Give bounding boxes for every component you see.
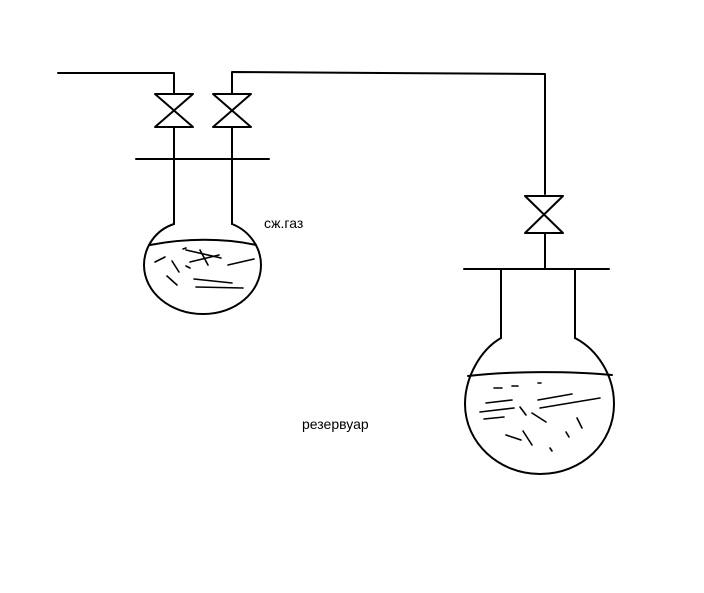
valve-icon [154,93,194,128]
large-flask-label: резервуар [302,416,369,432]
small-flask-liquid-level [149,238,257,246]
transfer-pipe [231,71,546,195]
small-flask-liquid-texture [154,247,255,289]
large-flask-liquid-texture [479,382,601,452]
valve-icon [212,93,252,128]
inlet-pipe [57,72,175,95]
small-flask-bulb [143,223,262,315]
large-flask-bulb [464,337,615,475]
large-flask-liquid-level [467,371,613,377]
valve-icon [524,195,564,234]
small-flask-label: сж.газ [264,215,303,231]
